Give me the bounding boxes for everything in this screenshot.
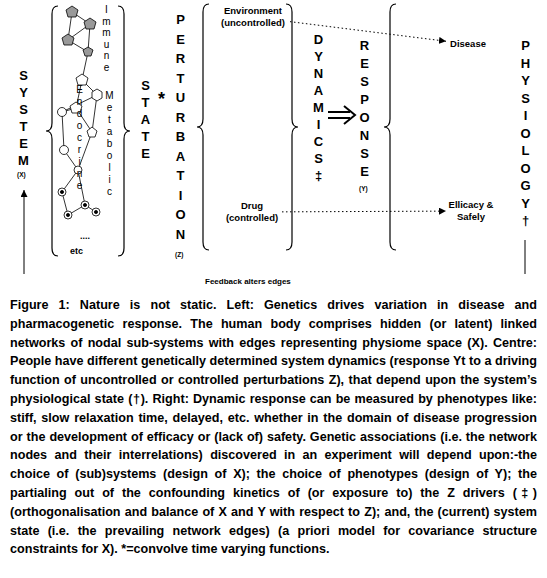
pentagon-node <box>87 127 97 137</box>
hexagon-node <box>92 89 102 101</box>
node-text: Environment <box>216 5 290 17</box>
text-node: Drug(controlled) <box>222 200 282 224</box>
text-node: Disease <box>446 38 490 50</box>
open-brace <box>384 4 396 250</box>
network-link <box>62 12 97 215</box>
vertical-label: PHYSIOLOGY† <box>519 38 532 231</box>
ball-spot <box>66 213 69 216</box>
node-text: Ellicacy & Safely <box>446 199 496 223</box>
vertical-label: Metabolic <box>104 90 114 198</box>
network-edges <box>62 12 97 215</box>
double-arrow-head <box>344 106 355 124</box>
label-text: * <box>158 90 165 108</box>
vertical-label: DYNAMICS‡ <box>312 32 325 185</box>
feedback-line <box>525 240 526 274</box>
text-node: Environment(uncontrolled) <box>216 5 290 29</box>
vertical-label: SYSTEM <box>17 68 30 170</box>
ball-spot <box>60 190 63 193</box>
ball-node <box>81 201 89 209</box>
vertical-label: STATE <box>139 78 152 163</box>
node-text: Disease <box>446 38 490 50</box>
dotted-arrow <box>282 211 446 213</box>
ball-spot <box>94 210 97 213</box>
figure-caption: Figure 1: Nature is not static. Left: Ge… <box>10 296 537 559</box>
close-brace <box>286 4 298 250</box>
node-text: (uncontrolled) <box>216 17 290 29</box>
feedback-arrow <box>24 190 25 274</box>
vertical-label: Endocrine <box>74 84 84 192</box>
double-arrow-shaft <box>328 112 350 118</box>
pentagon-node <box>76 74 88 85</box>
ball-node <box>58 188 66 196</box>
open-brace <box>46 6 58 256</box>
node-text: Drug <box>222 200 282 212</box>
label-text: (Y) <box>359 186 368 193</box>
vertical-label: RESPONSE <box>358 38 371 182</box>
label-text: .... <box>80 232 90 241</box>
open-brace <box>197 4 209 250</box>
label-text: (Z) <box>175 252 183 259</box>
pentagon-node <box>66 6 78 17</box>
text-node: Ellicacy & Safely <box>446 199 496 223</box>
label-text: etc <box>70 247 83 256</box>
circle-node <box>58 108 67 117</box>
network-nodes <box>58 6 103 219</box>
label-text: Feedback alters edges <box>205 278 291 286</box>
node-text: (controlled) <box>222 212 282 224</box>
pentagon-node <box>83 47 93 56</box>
vertical-label: PERTURBATION <box>174 12 187 246</box>
pentagon-node <box>84 18 96 29</box>
pentagon-node <box>62 34 74 45</box>
braces <box>46 4 396 256</box>
circle-node <box>60 146 69 155</box>
double-arrow <box>328 106 355 124</box>
ball-node <box>64 211 72 219</box>
label-text: (X) <box>17 172 26 179</box>
vertical-label: Immune <box>101 4 111 73</box>
close-brace <box>118 6 130 256</box>
ball-node <box>92 208 100 216</box>
ball-spot <box>83 203 86 206</box>
